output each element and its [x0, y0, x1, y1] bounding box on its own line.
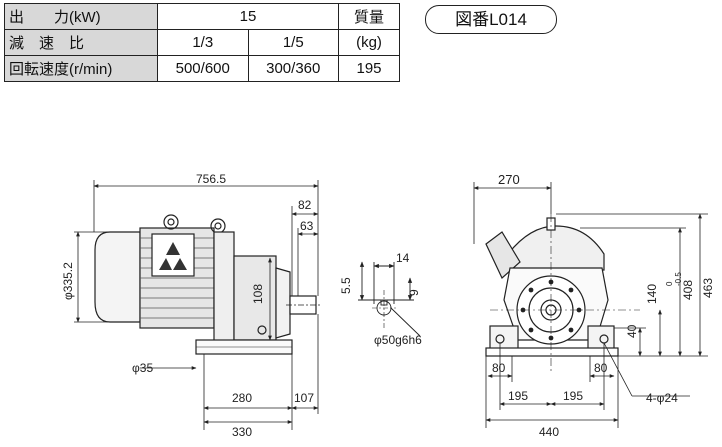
dim-195-left: 195 — [508, 389, 528, 403]
dim-bolt-holes: 4-φ24 — [646, 391, 678, 405]
dim-80-left: 80 — [492, 361, 506, 375]
dim-shaft-dia: φ50g6h6 — [374, 333, 422, 347]
dim-140: 140 — [645, 284, 659, 304]
dim-82: 82 — [298, 198, 312, 212]
dim-140-tolerance: 0-0.5 — [665, 272, 683, 286]
spec-value-speed-a: 500/600 — [157, 55, 249, 82]
dim-270: 270 — [498, 172, 520, 187]
spec-mass-value: 195 — [338, 55, 400, 82]
dim-motor-dia: φ335.2 — [61, 262, 75, 300]
dim-408: 408 — [681, 280, 695, 300]
dim-80-right: 80 — [594, 361, 608, 375]
dim-key-9: 9 — [407, 289, 421, 296]
spec-table: 出 力(kW) 15 質量 減 速 比 1/3 1/5 (kg) 回転速度(r/… — [4, 3, 400, 82]
side-view — [94, 214, 322, 355]
shaft-key-detail — [358, 261, 421, 337]
dim-195-right: 195 — [563, 389, 583, 403]
dim-108: 108 — [251, 284, 265, 304]
dim-overall-length: 756.5 — [196, 172, 226, 186]
front-view — [485, 214, 640, 372]
dim-280: 280 — [232, 391, 252, 405]
spec-label-output: 出 力(kW) — [4, 3, 158, 30]
dim-63: 63 — [300, 219, 314, 233]
spec-value-ratio-b: 1/5 — [247, 29, 339, 56]
spec-mass-unit: (kg) — [338, 29, 400, 56]
dim-463: 463 — [701, 278, 715, 298]
dim-40: 40 — [625, 324, 639, 338]
spec-value-speed-b: 300/360 — [247, 55, 339, 82]
dim-key-14: 14 — [396, 251, 410, 265]
dim-107: 107 — [294, 391, 314, 405]
dim-330: 330 — [232, 425, 252, 439]
dim-440: 440 — [539, 425, 559, 439]
spec-label-speed: 回転速度(r/min) — [4, 55, 158, 82]
dim-key-55: 5.5 — [339, 277, 353, 294]
figure-number-badge: 図番L014 — [425, 5, 557, 34]
dim-35: φ35 — [132, 361, 153, 375]
spec-mass-header: 質量 — [338, 3, 400, 30]
spec-label-ratio: 減 速 比 — [4, 29, 158, 56]
